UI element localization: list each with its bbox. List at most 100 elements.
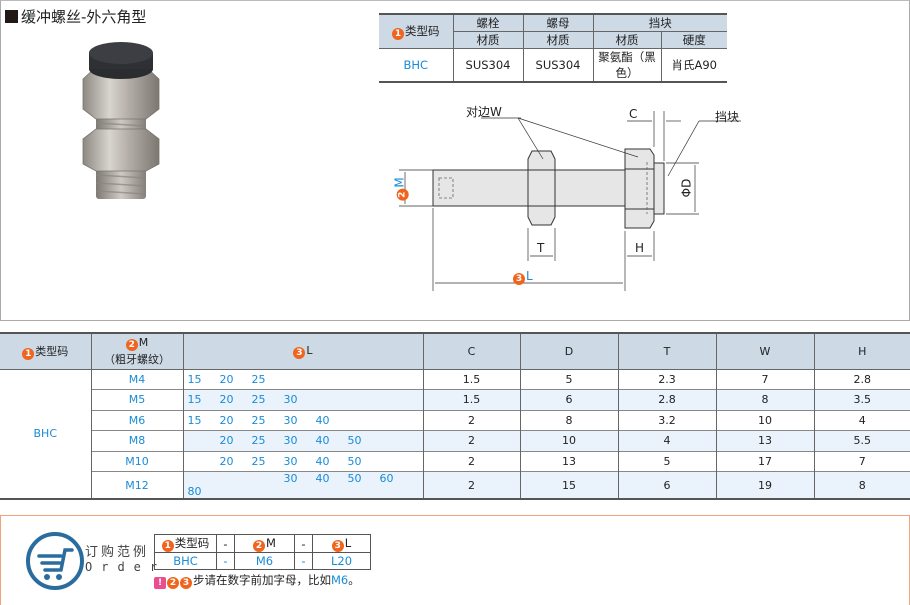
cell-d: 6: [519, 389, 619, 410]
l-value: 20: [219, 393, 234, 407]
order-note-text: 步请在数字前加字母，比如: [193, 573, 331, 587]
spec-subheader-stopper-hardness: 硬度: [660, 31, 727, 49]
header-w: W: [715, 333, 815, 370]
l-value: 20: [219, 434, 234, 448]
spec-subheader-stopper-material: 材质: [592, 31, 662, 49]
l-value: 30: [283, 454, 298, 468]
cell-h: 3.5: [813, 389, 910, 410]
shopping-cart-icon: [26, 532, 84, 590]
cell-t: 3.2: [617, 409, 717, 431]
order-header-type-text: 类型码: [174, 536, 210, 550]
order-header-l-text: L: [344, 535, 352, 550]
cell-h: 4: [813, 409, 910, 431]
badge-3-icon: 3: [513, 273, 525, 285]
label-m-text: M: [392, 177, 407, 188]
l-value: 25: [251, 372, 266, 386]
order-header-dash: -: [216, 534, 235, 553]
type-code-label: 类型码: [405, 24, 440, 38]
order-header-dash: -: [294, 534, 313, 553]
badge-2-icon: 2: [253, 539, 266, 552]
title-text: 缓冲螺丝-外六角型: [21, 8, 147, 26]
badge-1-icon: 1: [161, 540, 174, 552]
cell-c: 2: [422, 471, 521, 499]
badge-3-icon: 3: [331, 539, 344, 552]
order-subtitle: Order: [85, 560, 167, 574]
header-c: C: [422, 333, 521, 370]
l-value: 15: [187, 372, 202, 386]
l-value: 20: [219, 413, 234, 427]
l-value: 40: [315, 454, 330, 468]
l-value: 40: [315, 472, 330, 485]
l-value: 20: [219, 454, 234, 468]
spec-header-stopper: 挡块: [592, 13, 727, 32]
header-h: H: [813, 333, 910, 370]
exclamation-icon: !: [154, 577, 166, 589]
l-value: 25: [251, 393, 266, 407]
cell-d: 15: [519, 471, 619, 499]
cell-h: 7: [813, 450, 910, 472]
cell-t: 4: [617, 430, 717, 451]
l-value: 80: [187, 485, 202, 498]
spec-type-value: BHC: [379, 48, 454, 83]
cell-w: 10: [715, 409, 815, 431]
cell-w: 17: [715, 450, 815, 472]
cell-d: 10: [519, 430, 619, 451]
badge-2-icon: 2: [125, 338, 138, 351]
cell-w: 19: [715, 471, 815, 499]
label-c: C: [629, 107, 638, 121]
cell-d: 8: [519, 409, 619, 431]
type-code-cell: BHC: [0, 368, 92, 499]
cell-m: M8: [91, 430, 184, 451]
cell-c: 1.5: [422, 389, 521, 410]
header-l-text: L: [306, 343, 313, 357]
badge-1-icon: 1: [392, 28, 404, 40]
cell-t: 6: [617, 471, 717, 499]
label-stopper: 挡块: [715, 110, 740, 124]
cell-d: 5: [519, 368, 619, 390]
label-phi-d: ΦD: [679, 178, 694, 198]
cell-w: 13: [715, 430, 815, 451]
l-value: 25: [251, 413, 266, 427]
spec-header-bolt: 螺栓: [452, 13, 524, 32]
badge-1-icon: 1: [22, 347, 35, 360]
l-value: 20: [219, 372, 234, 386]
order-value-dash: -: [216, 552, 235, 570]
title-square-icon: [5, 10, 18, 23]
order-value-dash: -: [294, 552, 313, 570]
cell-t: 5: [617, 450, 717, 472]
header-m-subtitle: （粗牙螺纹）: [104, 352, 170, 366]
l-value: 25: [251, 454, 266, 468]
spec-stopper-hardness: 肖氏A90: [660, 48, 727, 83]
cell-m: M4: [90, 368, 184, 390]
cell-h: 8: [813, 471, 910, 499]
cell-c: 2: [422, 450, 521, 472]
l-value: 15: [187, 413, 202, 427]
cell-w: 8: [715, 389, 815, 410]
cell-l-list: 15 20 25: [182, 368, 424, 390]
cell-t: 2.3: [617, 368, 717, 390]
l-value: 30: [283, 434, 298, 448]
badge-2-icon: 2: [167, 577, 179, 589]
l-value: 40: [315, 434, 330, 448]
cell-h: 5.5: [813, 430, 910, 451]
cell-m: M10: [91, 450, 184, 472]
l-value: 30: [283, 472, 298, 485]
cell-d: 13: [519, 450, 619, 472]
spec-subheader-bolt-material: 材质: [453, 31, 524, 49]
cell-c: 2: [422, 430, 521, 451]
l-value: 15: [187, 393, 202, 407]
cell-h: 2.8: [813, 368, 910, 390]
header-m-text: M: [138, 335, 149, 349]
l-value: 40: [315, 413, 330, 427]
order-note-end: 。: [348, 573, 360, 587]
